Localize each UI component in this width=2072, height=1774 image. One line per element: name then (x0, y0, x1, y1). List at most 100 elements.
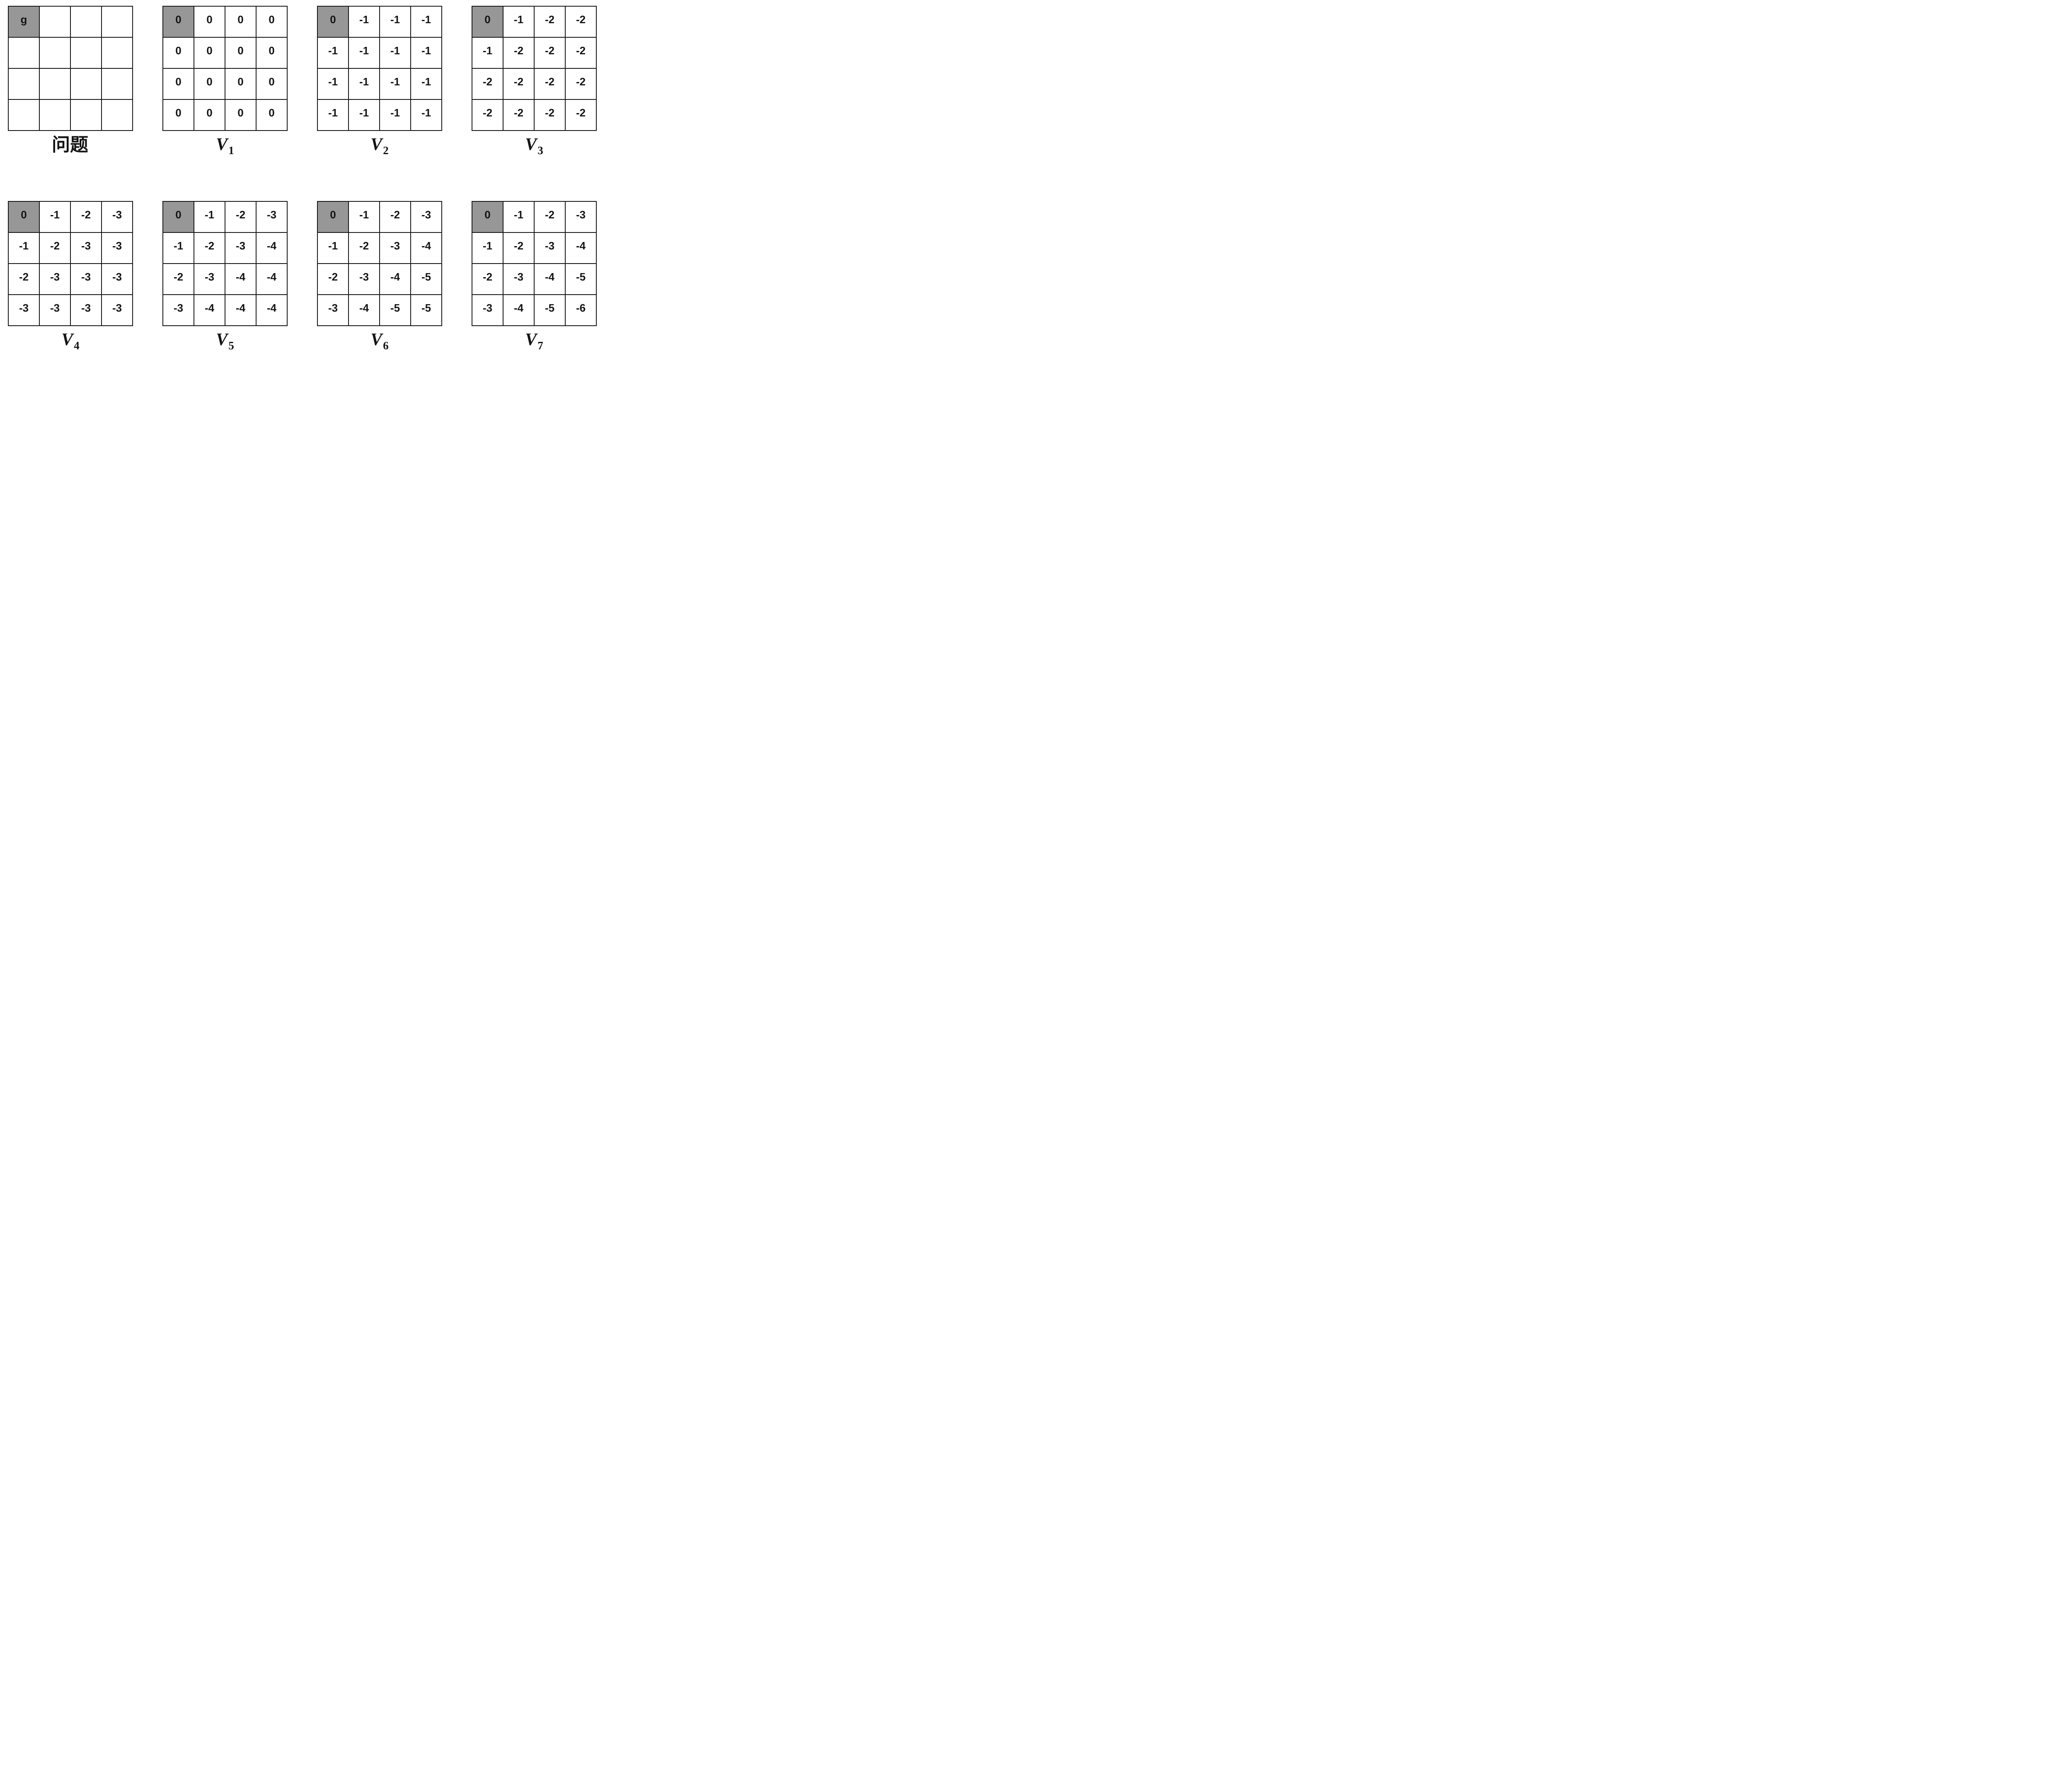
grid-cell-v4-r2c1: -3 (39, 264, 70, 295)
grid-cell-v3-r0c2: -2 (534, 6, 565, 37)
grid-cell-v2-r1c1: -1 (349, 37, 380, 68)
grid-cell-v3-r3c1: -2 (503, 99, 534, 131)
grid-label-subscript: 1 (228, 144, 234, 157)
grid-cell-v2-r2c0: -1 (317, 68, 349, 99)
grid-cell-v6-r2c2: -4 (380, 264, 411, 295)
grid-cell-v4-r3c3: -3 (102, 295, 133, 326)
grid-cell-v2-r0c1: -1 (349, 6, 380, 37)
grid-cell-v6-r2c1: -3 (349, 264, 380, 295)
grid-cell-v1-r1c0: 0 (163, 37, 194, 68)
grid-cell-v6-r1c3: -4 (411, 232, 442, 264)
grid-cell-v5-r2c1: -3 (194, 264, 225, 295)
grid-v2: 0-1-1-1-1-1-1-1-1-1-1-1-1-1-1-1 (317, 6, 442, 131)
grid-label-text: V (61, 330, 73, 349)
grid-cell-problem-r3c3 (102, 99, 133, 131)
grid-cell-v2-r3c3: -1 (411, 99, 442, 131)
grid-cell-problem-r3c2 (70, 99, 102, 131)
grid-cell-v7-r1c0: -1 (472, 232, 503, 264)
grid-cell-v6-r3c2: -5 (380, 295, 411, 326)
grid-cell-problem-r0c1 (39, 6, 70, 37)
grid-cell-v7-r0c3: -3 (565, 201, 596, 232)
grid-cell-v2-r1c0: -1 (317, 37, 349, 68)
grid-cell-v1-r3c1: 0 (194, 99, 225, 131)
grid-label-subscript: 7 (537, 339, 543, 352)
grid-cell-v1-r2c1: 0 (194, 68, 225, 99)
grid-cell-v2-r2c2: -1 (380, 68, 411, 99)
grid-cell-v7-r1c1: -2 (503, 232, 534, 264)
grid-cell-v7-r1c3: -4 (565, 232, 596, 264)
grid-cell-v4-r3c0: -3 (8, 295, 39, 326)
grid-label-subscript: 3 (537, 144, 543, 157)
grid-v4: 0-1-2-3-1-2-3-3-2-3-3-3-3-3-3-3 (8, 201, 133, 326)
grid-label-text: V (525, 135, 537, 154)
grid-cell-v4-r2c0: -2 (8, 264, 39, 295)
grid-label-text: V (216, 330, 228, 349)
grid-cell-v4-r1c3: -3 (102, 232, 133, 264)
grid-cell-v1-r2c3: 0 (256, 68, 287, 99)
grid-label: 问题 (52, 136, 89, 158)
grid-cell-v1-r1c2: 0 (225, 37, 256, 68)
grid-cell-v7-r0c2: -2 (534, 201, 565, 232)
grid-cell-v1-r3c0: 0 (163, 99, 194, 131)
grid-cell-v5-r2c0: -2 (163, 264, 194, 295)
goal-cell-v3-r0c0: 0 (472, 6, 503, 37)
grid-cell-v1-r2c0: 0 (163, 68, 194, 99)
grid-cell-v4-r0c2: -2 (70, 201, 102, 232)
grid-cell-v6-r0c2: -2 (380, 201, 411, 232)
grid-cell-problem-r3c0 (8, 99, 39, 131)
grid-cell-v5-r3c2: -4 (225, 295, 256, 326)
grid-label-text: V (370, 330, 382, 349)
grid-cell-v3-r3c2: -2 (534, 99, 565, 131)
grid-cell-v5-r0c2: -2 (225, 201, 256, 232)
grid-cell-v1-r1c3: 0 (256, 37, 287, 68)
grid-label-subscript: 5 (228, 339, 234, 352)
grid-cell-v2-r3c0: -1 (317, 99, 349, 131)
grid-cell-v6-r1c2: -3 (380, 232, 411, 264)
grid-cell-v2-r3c2: -1 (380, 99, 411, 131)
grid-cell-v5-r1c2: -3 (225, 232, 256, 264)
grid-cell-v6-r0c1: -1 (349, 201, 380, 232)
grid-cell-v7-r3c0: -3 (472, 295, 503, 326)
grid-cell-v1-r0c3: 0 (256, 6, 287, 37)
grid-cell-problem-r2c2 (70, 68, 102, 99)
grid-cell-v3-r2c0: -2 (472, 68, 503, 99)
grid-cell-v7-r1c2: -3 (534, 232, 565, 264)
grid-cell-v3-r3c3: -2 (565, 99, 596, 131)
grid-cell-v6-r3c1: -4 (349, 295, 380, 326)
grid-cell-v6-r3c0: -3 (317, 295, 349, 326)
grid-cell-v4-r1c1: -2 (39, 232, 70, 264)
grid-cell-v2-r3c1: -1 (349, 99, 380, 131)
grid-cell-v5-r2c3: -4 (256, 264, 287, 295)
grid-cell-v6-r0c3: -3 (411, 201, 442, 232)
goal-cell-v1-r0c0: 0 (163, 6, 194, 37)
grid-cell-v3-r3c0: -2 (472, 99, 503, 131)
grid-cell-v3-r0c1: -1 (503, 6, 534, 37)
grid-cell-v6-r2c3: -5 (411, 264, 442, 295)
grid-cell-problem-r1c3 (102, 37, 133, 68)
grid-cell-v3-r2c2: -2 (534, 68, 565, 99)
grid-cell-v7-r2c3: -5 (565, 264, 596, 295)
grid-problem: g (8, 6, 133, 131)
grid-label-subscript: 4 (74, 339, 80, 352)
grid-cell-v4-r2c3: -3 (102, 264, 133, 295)
grid-cell-v2-r0c2: -1 (380, 6, 411, 37)
grid-cell-problem-r2c0 (8, 68, 39, 99)
grid-cell-problem-r0c3 (102, 6, 133, 37)
grid-v7: 0-1-2-3-1-2-3-4-2-3-4-5-3-4-5-6 (472, 201, 597, 326)
grid-cell-v6-r1c1: -2 (349, 232, 380, 264)
grid-cell-problem-r2c3 (102, 68, 133, 99)
